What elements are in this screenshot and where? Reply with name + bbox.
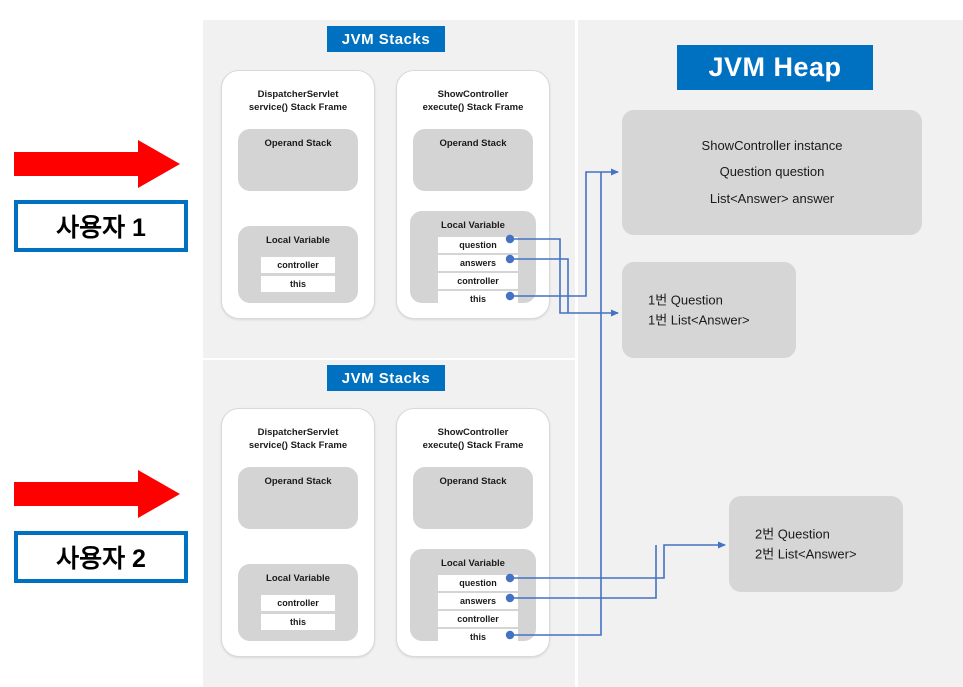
heap-object-showcontroller-instance: ShowController instance Question questio… <box>622 110 922 235</box>
stack-frame-title: ShowController execute() Stack Frame <box>422 89 524 113</box>
stack-frame-dispatcherservlet-2: DispatcherServlet service() Stack Frame … <box>221 408 375 657</box>
heap-object-line: List<Answer> answer <box>709 190 835 206</box>
heap-object-line: Question question <box>719 164 825 180</box>
heap-object-line: 2번 List<Answer> <box>755 546 857 561</box>
red-block-arrow-icon <box>14 140 180 188</box>
jvm-heap-title: JVM Heap <box>677 45 873 90</box>
local-variable-box: Local Variable controller this <box>238 564 358 641</box>
operand-stack-label: Operand Stack <box>264 138 332 149</box>
user-label-2: 사용자 2 <box>14 531 188 583</box>
local-variable-box: Local Variable question answers controll… <box>410 211 536 307</box>
request-arrow-user-1 <box>14 140 180 188</box>
local-var-slot-answers: answers <box>438 593 518 609</box>
local-var-slot-controller: controller <box>261 595 335 611</box>
stack-frame-title: ShowController execute() Stack Frame <box>422 427 524 451</box>
user-label-1: 사용자 1 <box>14 200 188 252</box>
local-var-slot-this: this <box>261 276 335 292</box>
local-variable-box: Local Variable question answers controll… <box>410 549 536 645</box>
local-variable-label: Local Variable <box>441 558 505 569</box>
local-variable-label: Local Variable <box>266 573 330 584</box>
local-var-slot-this: this <box>261 614 335 630</box>
local-var-slot-this: this <box>438 629 518 645</box>
operand-stack-label: Operand Stack <box>439 138 507 149</box>
stack-frame-dispatcherservlet-1: DispatcherServlet service() Stack Frame … <box>221 70 375 319</box>
heap-object-line: 1번 List<Answer> <box>648 312 750 327</box>
heap-object-line: 1번 Question <box>648 292 723 308</box>
local-var-slot-question: question <box>438 237 518 253</box>
stack-frame-title: DispatcherServlet service() Stack Frame <box>248 427 348 451</box>
local-variable-box: Local Variable controller this <box>238 226 358 303</box>
stack-frame-showcontroller-2: ShowController execute() Stack Frame Ope… <box>396 408 550 657</box>
stack-frame-title: DispatcherServlet service() Stack Frame <box>248 89 348 113</box>
local-var-slot-controller: controller <box>261 257 335 273</box>
heap-object-question-1: 1번 Question 1번 List<Answer> <box>622 262 796 358</box>
red-block-arrow-icon <box>14 470 180 518</box>
jvm-stacks-title-1: JVM Stacks <box>327 26 445 52</box>
heap-object-lines: 1번 Question 1번 List<Answer> <box>622 291 796 330</box>
stack-frame-showcontroller-1: ShowController execute() Stack Frame Ope… <box>396 70 550 319</box>
jvm-stacks-title-2: JVM Stacks <box>327 365 445 391</box>
heap-object-lines: ShowController instance Question questio… <box>622 133 922 213</box>
operand-stack-label: Operand Stack <box>264 476 332 487</box>
local-var-slot-controller: controller <box>438 611 518 627</box>
heap-object-line: 2번 Question <box>755 526 830 542</box>
request-arrow-user-2 <box>14 470 180 518</box>
local-variable-label: Local Variable <box>266 235 330 246</box>
local-var-slot-controller: controller <box>438 273 518 289</box>
operand-stack-box: Operand Stack <box>413 129 533 191</box>
operand-stack-box: Operand Stack <box>238 467 358 529</box>
operand-stack-label: Operand Stack <box>439 476 507 487</box>
heap-object-line: ShowController instance <box>701 137 843 153</box>
local-var-slot-question: question <box>438 575 518 591</box>
operand-stack-box: Operand Stack <box>413 467 533 529</box>
heap-object-question-2: 2번 Question 2번 List<Answer> <box>729 496 903 592</box>
local-var-slot-this: this <box>438 291 518 307</box>
operand-stack-box: Operand Stack <box>238 129 358 191</box>
local-var-slot-answers: answers <box>438 255 518 271</box>
heap-object-lines: 2번 Question 2번 List<Answer> <box>729 525 903 564</box>
local-variable-label: Local Variable <box>441 220 505 231</box>
